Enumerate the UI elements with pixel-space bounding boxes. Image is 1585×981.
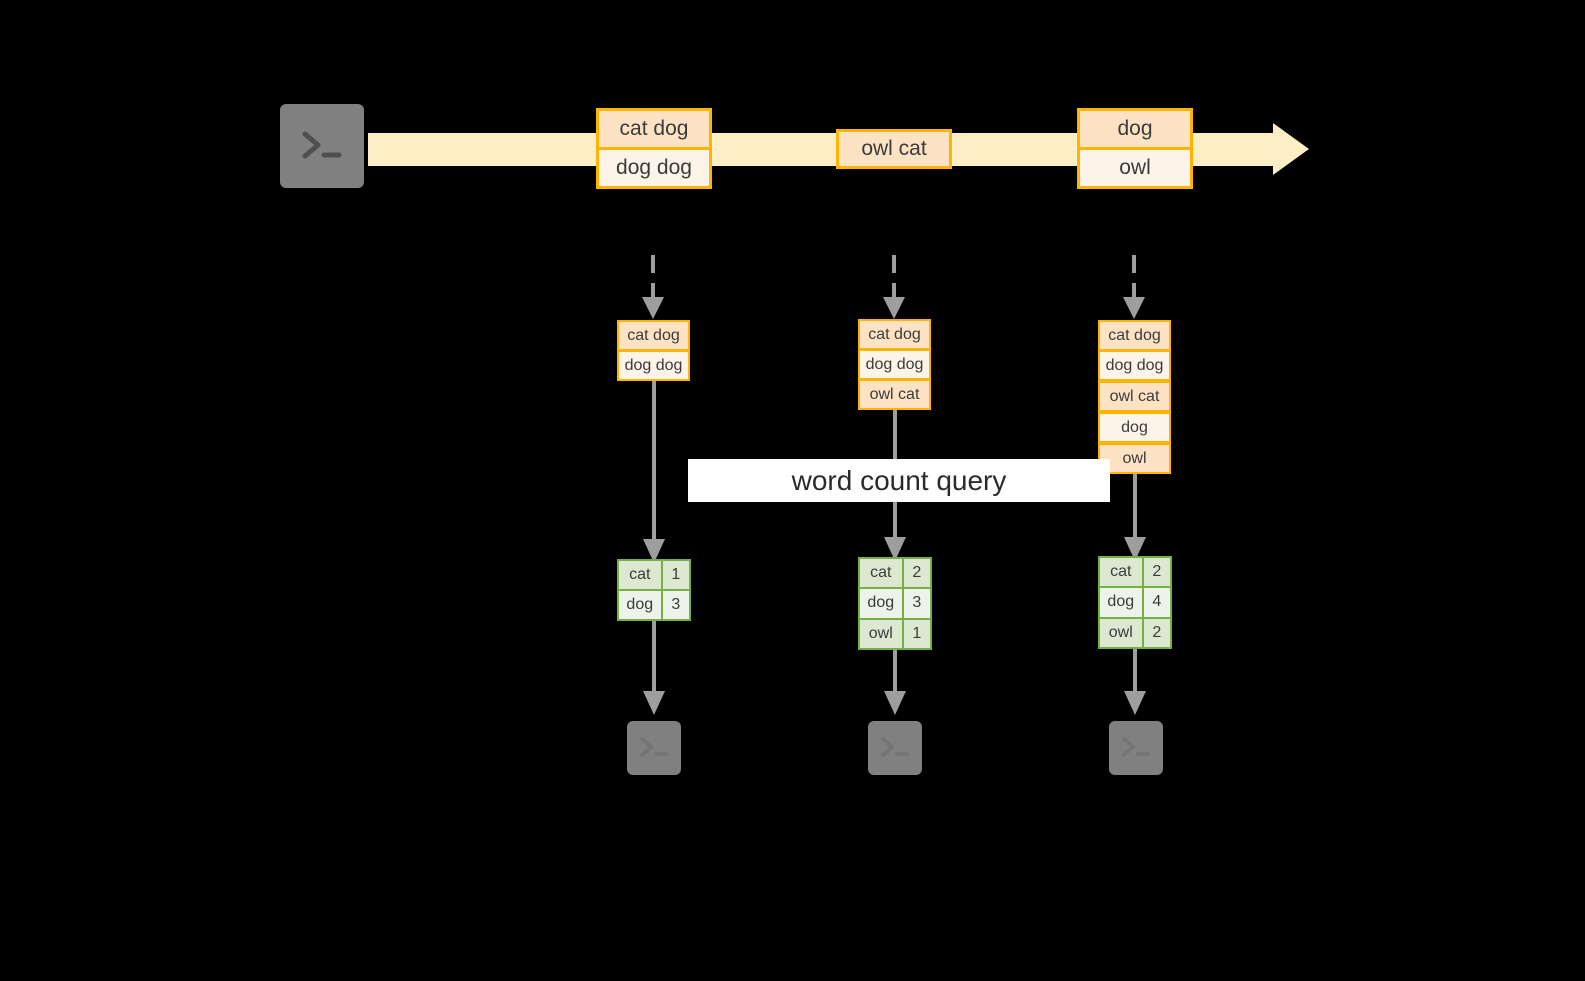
sink-terminal-icon-column-3 [1101,713,1171,783]
stream-event-line: owl cat [836,129,952,169]
table-cell-key: cat [1100,558,1144,587]
table-row: dog 3 [619,591,689,619]
terminal-body [280,104,364,188]
table-cell-count: 2 [1152,623,1162,641]
terminal-body [868,721,922,775]
table-cell-key: cat [619,561,663,589]
result-table-column-1: cat 1 dog 3 [617,559,691,621]
sink-terminal-icon-column-2 [860,713,930,783]
snapshot-record: owl cat [858,379,931,410]
stream-event-line: cat dog [596,108,712,150]
sink-arrow-column-3 [1124,649,1146,715]
query-arrow-column-1 [643,381,665,563]
table-cell-key: owl [1100,618,1144,647]
table-cell-count: 1 [912,624,922,642]
snapshot-record: cat dog [617,320,690,351]
snapshot-record: dog [1098,412,1171,443]
table-row: dog 4 [1100,588,1170,619]
table-row: owl 1 [860,619,930,648]
prompt-glyph-icon [881,737,909,757]
table-row: cat 2 [860,559,930,590]
table-cell-count: 2 [912,564,922,582]
snapshot-record: owl cat [1098,381,1171,412]
terminal-body [1109,721,1163,775]
sink-terminal-icon-column-1 [619,713,689,783]
table-row: cat 1 [619,561,689,591]
snapshot-record: cat dog [858,319,931,350]
dashed-arrow-to-snapshot-1 [642,255,664,319]
dashed-arrow-to-snapshot-3 [1123,255,1145,319]
stream-event-line: dog dog [596,147,712,189]
table-cell-key: owl [860,619,904,648]
query-arrow-column-3 [1124,474,1146,561]
table-cell-count: 2 [1152,563,1162,581]
prompt-glyph-icon [640,737,668,757]
query-label: word count query [688,459,1110,502]
snapshot-record: dog dog [617,350,690,381]
table-row: dog 3 [860,589,930,620]
table-cell-count: 1 [671,566,681,583]
source-terminal-icon [272,96,372,196]
prompt-glyph-icon [1122,737,1150,757]
stream-arrowhead-icon [1273,123,1309,175]
result-table-column-3: cat 2 dog 4 owl 2 [1098,556,1172,649]
stream-event-line: owl [1077,147,1193,189]
stream-event-line: dog [1077,108,1193,150]
dashed-arrow-to-snapshot-2 [883,255,905,319]
result-table-column-2: cat 2 dog 3 owl 1 [858,557,932,650]
table-cell-key: dog [860,589,904,618]
table-row: cat 2 [1100,558,1170,589]
table-cell-count: 3 [912,594,922,612]
snapshot-record: dog dog [1098,350,1171,381]
table-cell-count: 4 [1152,593,1162,611]
table-row: owl 2 [1100,618,1170,647]
terminal-body [627,721,681,775]
snapshot-record: dog dog [858,349,931,380]
sink-arrow-column-1 [643,621,665,715]
table-cell-key: dog [1100,588,1144,617]
table-cell-key: cat [860,559,904,588]
snapshot-record: owl [1098,443,1171,474]
sink-arrow-column-2 [884,650,906,715]
table-cell-key: dog [619,591,663,619]
table-cell-count: 3 [671,596,681,613]
snapshot-record: cat dog [1098,320,1171,351]
prompt-glyph-icon [302,131,342,159]
